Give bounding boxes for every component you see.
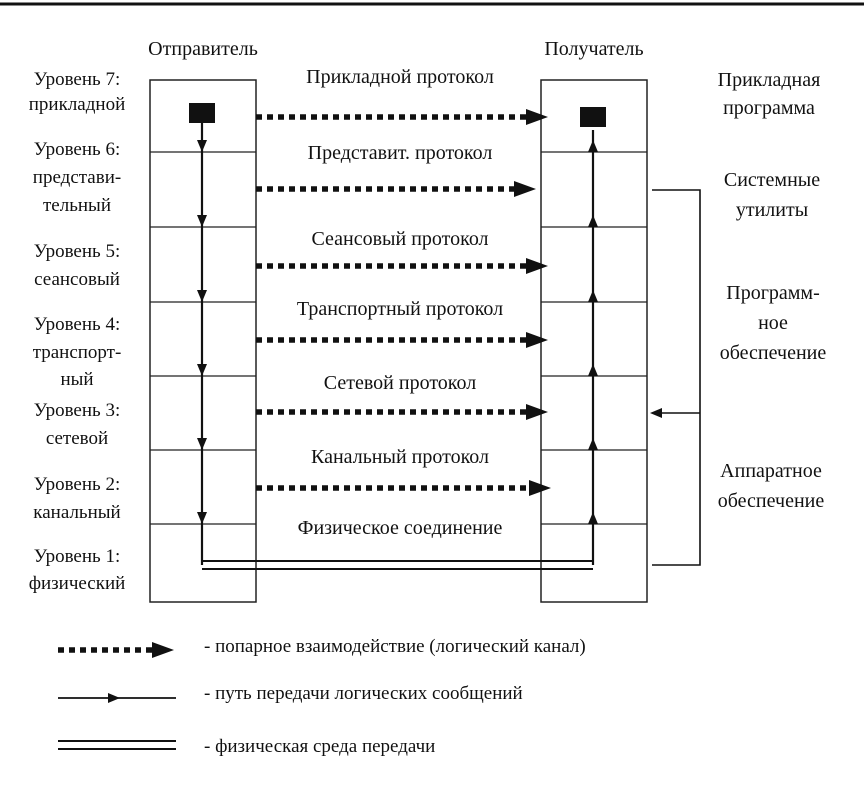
legend-logical-arrowhead — [152, 642, 174, 658]
level-3-title: Уровень 3: — [33, 400, 121, 421]
protocol-label-2: Канальный протокол — [311, 446, 489, 468]
receiver-path-arrow — [588, 215, 598, 227]
receiver-path-arrow — [588, 290, 598, 302]
receiver-path-arrow — [588, 512, 598, 524]
logical-arrowhead-7 — [526, 109, 548, 125]
level-1-name: физический — [28, 573, 126, 594]
protocol-label-4: Транспортный протокол — [296, 298, 504, 320]
sender-header: Отправитель — [148, 38, 258, 60]
system-bracket — [650, 189, 701, 566]
level-5-title: Уровень 5: — [33, 241, 121, 262]
level-4-title: Уровень 4: — [33, 314, 121, 335]
logical-channels — [256, 109, 551, 496]
protocol-label-1: Физическое соединение — [297, 517, 503, 539]
level-7-name: прикладной — [28, 94, 126, 115]
app-program-label: Прикладная — [717, 69, 821, 91]
software-label: Программ- — [726, 282, 820, 304]
sender-path-arrow — [197, 290, 207, 302]
bracket-line — [652, 189, 701, 566]
logical-arrowhead-5 — [526, 258, 548, 274]
level-4-name: транспорт- — [32, 342, 122, 363]
app-program-label-cont: программа — [723, 97, 815, 119]
software-label-cont: ное — [758, 312, 788, 334]
hardware-label-cont: обеспечение — [717, 490, 825, 512]
legend-path-arrowhead — [108, 693, 120, 703]
level-6-title: Уровень 6: — [33, 139, 121, 160]
level-2-title: Уровень 2: — [33, 474, 121, 495]
logical-arrowhead-3 — [526, 404, 548, 420]
receiver-message-path — [588, 130, 598, 565]
level-6-name-cont: тельный — [43, 195, 111, 216]
sender-message-path — [197, 123, 207, 565]
sender-path-arrow — [197, 512, 207, 524]
sender-path-arrow — [197, 140, 207, 152]
sender-path-arrow — [197, 364, 207, 376]
bracket-arrowhead — [650, 408, 662, 418]
physical-medium — [202, 560, 593, 570]
sender-column — [149, 79, 257, 603]
protocol-label-7: Прикладной протокол — [306, 66, 494, 88]
legend-physical-text: - физическая среда передачи — [204, 736, 436, 757]
logical-arrowhead-6 — [514, 181, 536, 197]
level-2-name: канальный — [33, 502, 121, 523]
level-5-name: сеансовый — [34, 269, 120, 290]
level-6-name: представи- — [32, 167, 122, 188]
receiver-app-block — [580, 107, 606, 127]
legend-path-text: - путь передачи логических сообщений — [204, 683, 523, 704]
protocol-label-5: Сеансовый протокол — [311, 228, 489, 250]
logical-arrowhead-2 — [529, 480, 551, 496]
receiver-path-arrow — [588, 140, 598, 152]
logical-arrowhead-4 — [526, 332, 548, 348]
hardware-label: Аппаратное — [720, 460, 822, 482]
system-utils-label: Системные — [723, 169, 821, 191]
sender-app-block — [189, 103, 215, 123]
receiver-header: Получатель — [544, 38, 644, 60]
protocol-label-3: Сетевой протокол — [323, 372, 477, 394]
legend-logical-text: - попарное взаимодействие (логический ка… — [204, 636, 586, 657]
legend-symbols — [58, 642, 176, 750]
protocol-label-6: Представит. протокол — [307, 142, 493, 164]
software-label-cont2: обеспечение — [719, 342, 827, 364]
level-3-name: сетевой — [45, 428, 109, 449]
sender-path-arrow — [197, 215, 207, 227]
level-7-title: Уровень 7: — [33, 69, 121, 90]
level-1-title: Уровень 1: — [33, 546, 121, 567]
level-4-name-cont: ный — [60, 369, 94, 390]
receiver-path-arrow — [588, 364, 598, 376]
sender-path-arrow — [197, 438, 207, 450]
system-utils-label-cont: утилиты — [735, 199, 809, 221]
receiver-path-arrow — [588, 438, 598, 450]
